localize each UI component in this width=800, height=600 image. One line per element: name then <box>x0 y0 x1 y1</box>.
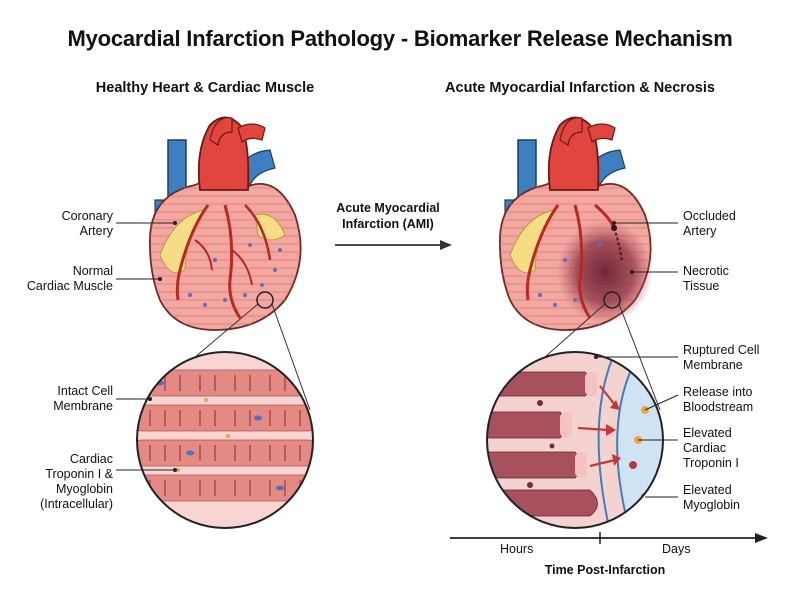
cardiac-muscle-magnifier <box>136 351 314 529</box>
label-intact-cell-membrane: Intact Cell Membrane <box>53 384 113 413</box>
healthy-panel-title: Healthy Heart & Cardiac Muscle <box>95 80 315 96</box>
transition-label: Acute Myocardial Infarction (AMI) <box>336 201 440 231</box>
timeline-arrow <box>450 532 768 544</box>
label-occluded-artery: Occluded Artery <box>683 209 736 238</box>
timeline-start-label: Hours <box>500 542 534 556</box>
label-ruptured-cell-membrane: Ruptured Cell Membrane <box>683 343 760 372</box>
infarct-panel-title: Acute Myocardial Infarction & Necrosis <box>445 80 715 96</box>
timeline-end-label: Days <box>662 542 691 556</box>
healthy-heart-icon <box>149 116 302 331</box>
label-normal-cardiac-muscle: Normal Cardiac Muscle <box>26 264 113 293</box>
label-necrotic-tissue: Necrotic Tissue <box>683 264 729 293</box>
timeline-title: Time Post-Infarction <box>544 563 666 577</box>
necrotic-muscle-magnifier <box>486 351 664 529</box>
infarcted-heart-icon <box>499 116 653 331</box>
label-elevated-myoglobin: Elevated Myoglobin <box>683 483 740 512</box>
label-elevated-troponin: Elevated Cardiac Troponin I <box>683 426 739 470</box>
label-release-into-bloodstream: Release into Bloodstream <box>683 385 754 414</box>
page-title: Myocardial Infarction Pathology - Biomar… <box>67 26 733 51</box>
label-coronary-artery: Coronary Artery <box>61 209 113 238</box>
label-intracellular-biomarkers: Cardiac Troponin I & Myoglobin (Intracel… <box>40 452 113 511</box>
transition-arrow <box>335 240 452 250</box>
